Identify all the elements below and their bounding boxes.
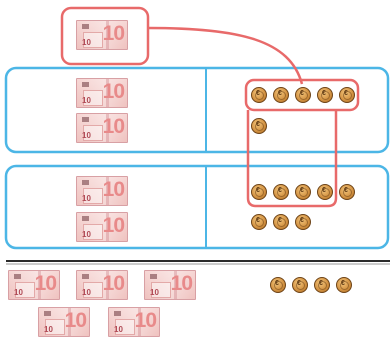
banknote-window <box>45 319 65 335</box>
banknote-value-small: 10 <box>82 131 91 140</box>
row-1-outline <box>4 66 390 154</box>
euro-coin: € <box>339 184 355 200</box>
banknote-value-large: 10 <box>102 22 125 45</box>
banknote-window <box>83 282 103 298</box>
euro-coin: € <box>270 277 286 293</box>
euro-coin: € <box>251 118 267 134</box>
euro-coin: € <box>295 214 311 230</box>
euro-coin: € <box>251 87 267 103</box>
euro-coin: € <box>295 87 311 103</box>
banknote-value-large: 10 <box>102 214 125 237</box>
banknote-security-stripe <box>106 271 109 299</box>
banknote-value-small: 10 <box>150 288 159 297</box>
banknote-serial-mark <box>150 274 157 279</box>
banknote-security-stripe <box>174 271 177 299</box>
banknote-security-stripe <box>138 308 141 336</box>
euro-coin: € <box>317 184 333 200</box>
coin-euro-glyph: € <box>278 187 282 194</box>
euro-coin: € <box>251 184 267 200</box>
euro-coin: € <box>336 277 352 293</box>
banknote-serial-mark <box>82 216 89 221</box>
banknote-value-large: 10 <box>134 309 157 332</box>
coin-inner-ring <box>296 281 305 290</box>
euro-coin: € <box>314 277 330 293</box>
coin-euro-glyph: € <box>278 217 282 224</box>
banknote-serial-mark <box>82 82 89 87</box>
euro-coin: € <box>273 184 289 200</box>
coin-inner-ring <box>340 281 349 290</box>
coin-euro-glyph: € <box>300 217 304 224</box>
coin-euro-glyph: € <box>275 280 279 287</box>
banknote-window <box>115 319 135 335</box>
banknote-serial-mark <box>82 117 89 122</box>
exchange-connector <box>147 26 304 85</box>
banknote-value-large: 10 <box>102 272 125 295</box>
banknote-value-small: 10 <box>14 288 23 297</box>
coin-euro-glyph: € <box>300 90 304 97</box>
banknote-value-large: 10 <box>170 272 193 295</box>
banknote-value-large: 10 <box>34 272 57 295</box>
banknote-value-large: 10 <box>102 80 125 103</box>
banknote-security-stripe <box>68 308 71 336</box>
coin-euro-glyph: € <box>319 280 323 287</box>
coin-euro-glyph: € <box>300 187 304 194</box>
coin-euro-glyph: € <box>344 90 348 97</box>
coin-euro-glyph: € <box>341 280 345 287</box>
banknote-serial-mark <box>82 274 89 279</box>
banknote-window <box>15 282 35 298</box>
banknote-window <box>151 282 171 298</box>
banknote-value-small: 10 <box>82 230 91 239</box>
euro-coin: € <box>295 184 311 200</box>
banknote-security-stripe <box>38 271 41 299</box>
banknote-value-small: 10 <box>44 325 53 334</box>
ten-euro-banknote: 10 10 <box>76 176 128 206</box>
ten-euro-banknote: 10 10 <box>108 307 160 337</box>
euro-coin: € <box>251 214 267 230</box>
row-2-outline <box>4 164 390 250</box>
banknote-serial-mark <box>44 311 51 316</box>
ten-euro-banknote: 10 10 <box>144 270 196 300</box>
coin-euro-glyph: € <box>344 187 348 194</box>
ten-euro-banknote: 10 10 <box>76 113 128 143</box>
ten-euro-banknote: 10 10 <box>76 20 128 50</box>
ten-euro-banknote: 10 10 <box>76 270 128 300</box>
ten-euro-banknote: 10 10 <box>38 307 90 337</box>
banknote-serial-mark <box>14 274 21 279</box>
banknote-value-small: 10 <box>82 288 91 297</box>
banknote-value-small: 10 <box>82 38 91 47</box>
coin-euro-glyph: € <box>256 187 260 194</box>
coin-inner-ring <box>318 281 327 290</box>
ten-euro-banknote: 10 10 <box>8 270 60 300</box>
coin-euro-glyph: € <box>278 90 282 97</box>
banknote-serial-mark <box>114 311 121 316</box>
banknote-value-large: 10 <box>102 115 125 138</box>
coin-euro-glyph: € <box>256 90 260 97</box>
coin-euro-glyph: € <box>322 90 326 97</box>
euro-coin: € <box>339 87 355 103</box>
banknote-value-small: 10 <box>114 325 123 334</box>
coin-euro-glyph: € <box>297 280 301 287</box>
banknote-value-small: 10 <box>82 96 91 105</box>
euro-coin: € <box>273 214 289 230</box>
banknote-value-large: 10 <box>64 309 87 332</box>
euro-coin: € <box>292 277 308 293</box>
banknote-value-large: 10 <box>102 178 125 201</box>
euro-coin: € <box>317 87 333 103</box>
ten-euro-banknote: 10 10 <box>76 78 128 108</box>
euro-coin: € <box>273 87 289 103</box>
banknote-value-small: 10 <box>82 194 91 203</box>
coin-euro-glyph: € <box>256 217 260 224</box>
coin-euro-glyph: € <box>322 187 326 194</box>
banknote-serial-mark <box>82 24 89 29</box>
banknote-serial-mark <box>82 180 89 185</box>
ten-euro-banknote: 10 10 <box>76 212 128 242</box>
coin-euro-glyph: € <box>256 121 260 128</box>
coin-inner-ring <box>274 281 283 290</box>
